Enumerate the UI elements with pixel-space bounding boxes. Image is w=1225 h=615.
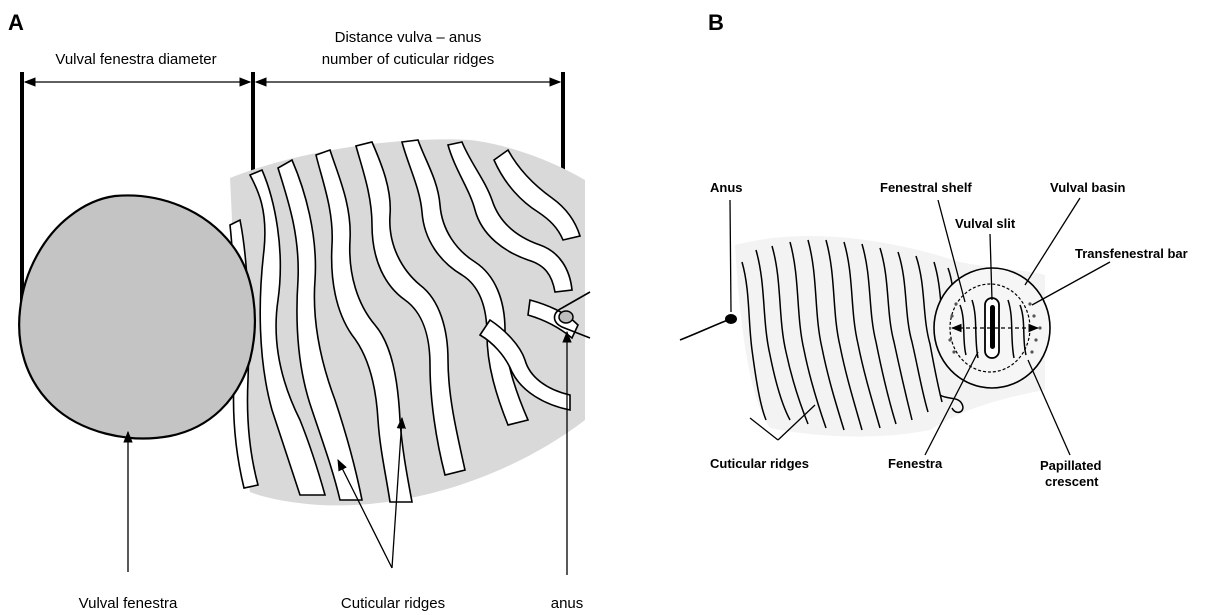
anus-dot-b — [725, 314, 737, 324]
panel-b-letter: B — [708, 10, 724, 35]
panel-a: A Vulval fenestra diameter Distance vulv… — [8, 10, 590, 612]
number-of-ridges-label: number of cuticular ridges — [322, 51, 495, 68]
vulval-fenestra-shape — [19, 195, 255, 438]
anus-opening — [559, 311, 573, 323]
papillated-label-line2: crescent — [1045, 474, 1099, 489]
cuticular-ridges-label-b: Cuticular ridges — [710, 456, 809, 471]
anus-label: anus — [551, 595, 584, 612]
vulval-basin-label: Vulval basin — [1050, 180, 1125, 195]
fenestra-label-b: Fenestra — [888, 456, 943, 471]
vulval-slit-mark — [990, 305, 995, 349]
vulval-basin-leader — [1025, 198, 1080, 285]
papillated-label-line1: Papillated — [1040, 458, 1101, 473]
vulval-slit-label: Vulval slit — [955, 216, 1016, 231]
anus-line-b — [680, 320, 728, 340]
anus-leader — [730, 200, 731, 312]
papillated-crescent-leader — [1028, 360, 1070, 455]
vulval-fenestra-diameter-label: Vulval fenestra diameter — [55, 51, 216, 68]
vulval-fenestra-label: Vulval fenestra — [79, 595, 178, 612]
panel-b: B — [680, 10, 1188, 489]
cuticular-ridges-label: Cuticular ridges — [341, 595, 445, 612]
anus-label-b: Anus — [710, 180, 743, 195]
fenestral-shelf-label: Fenestral shelf — [880, 180, 972, 195]
distance-vulva-anus-label: Distance vulva – anus — [335, 29, 482, 46]
panel-a-letter: A — [8, 10, 24, 35]
transfenestral-bar-label: Transfenestral bar — [1075, 246, 1188, 261]
